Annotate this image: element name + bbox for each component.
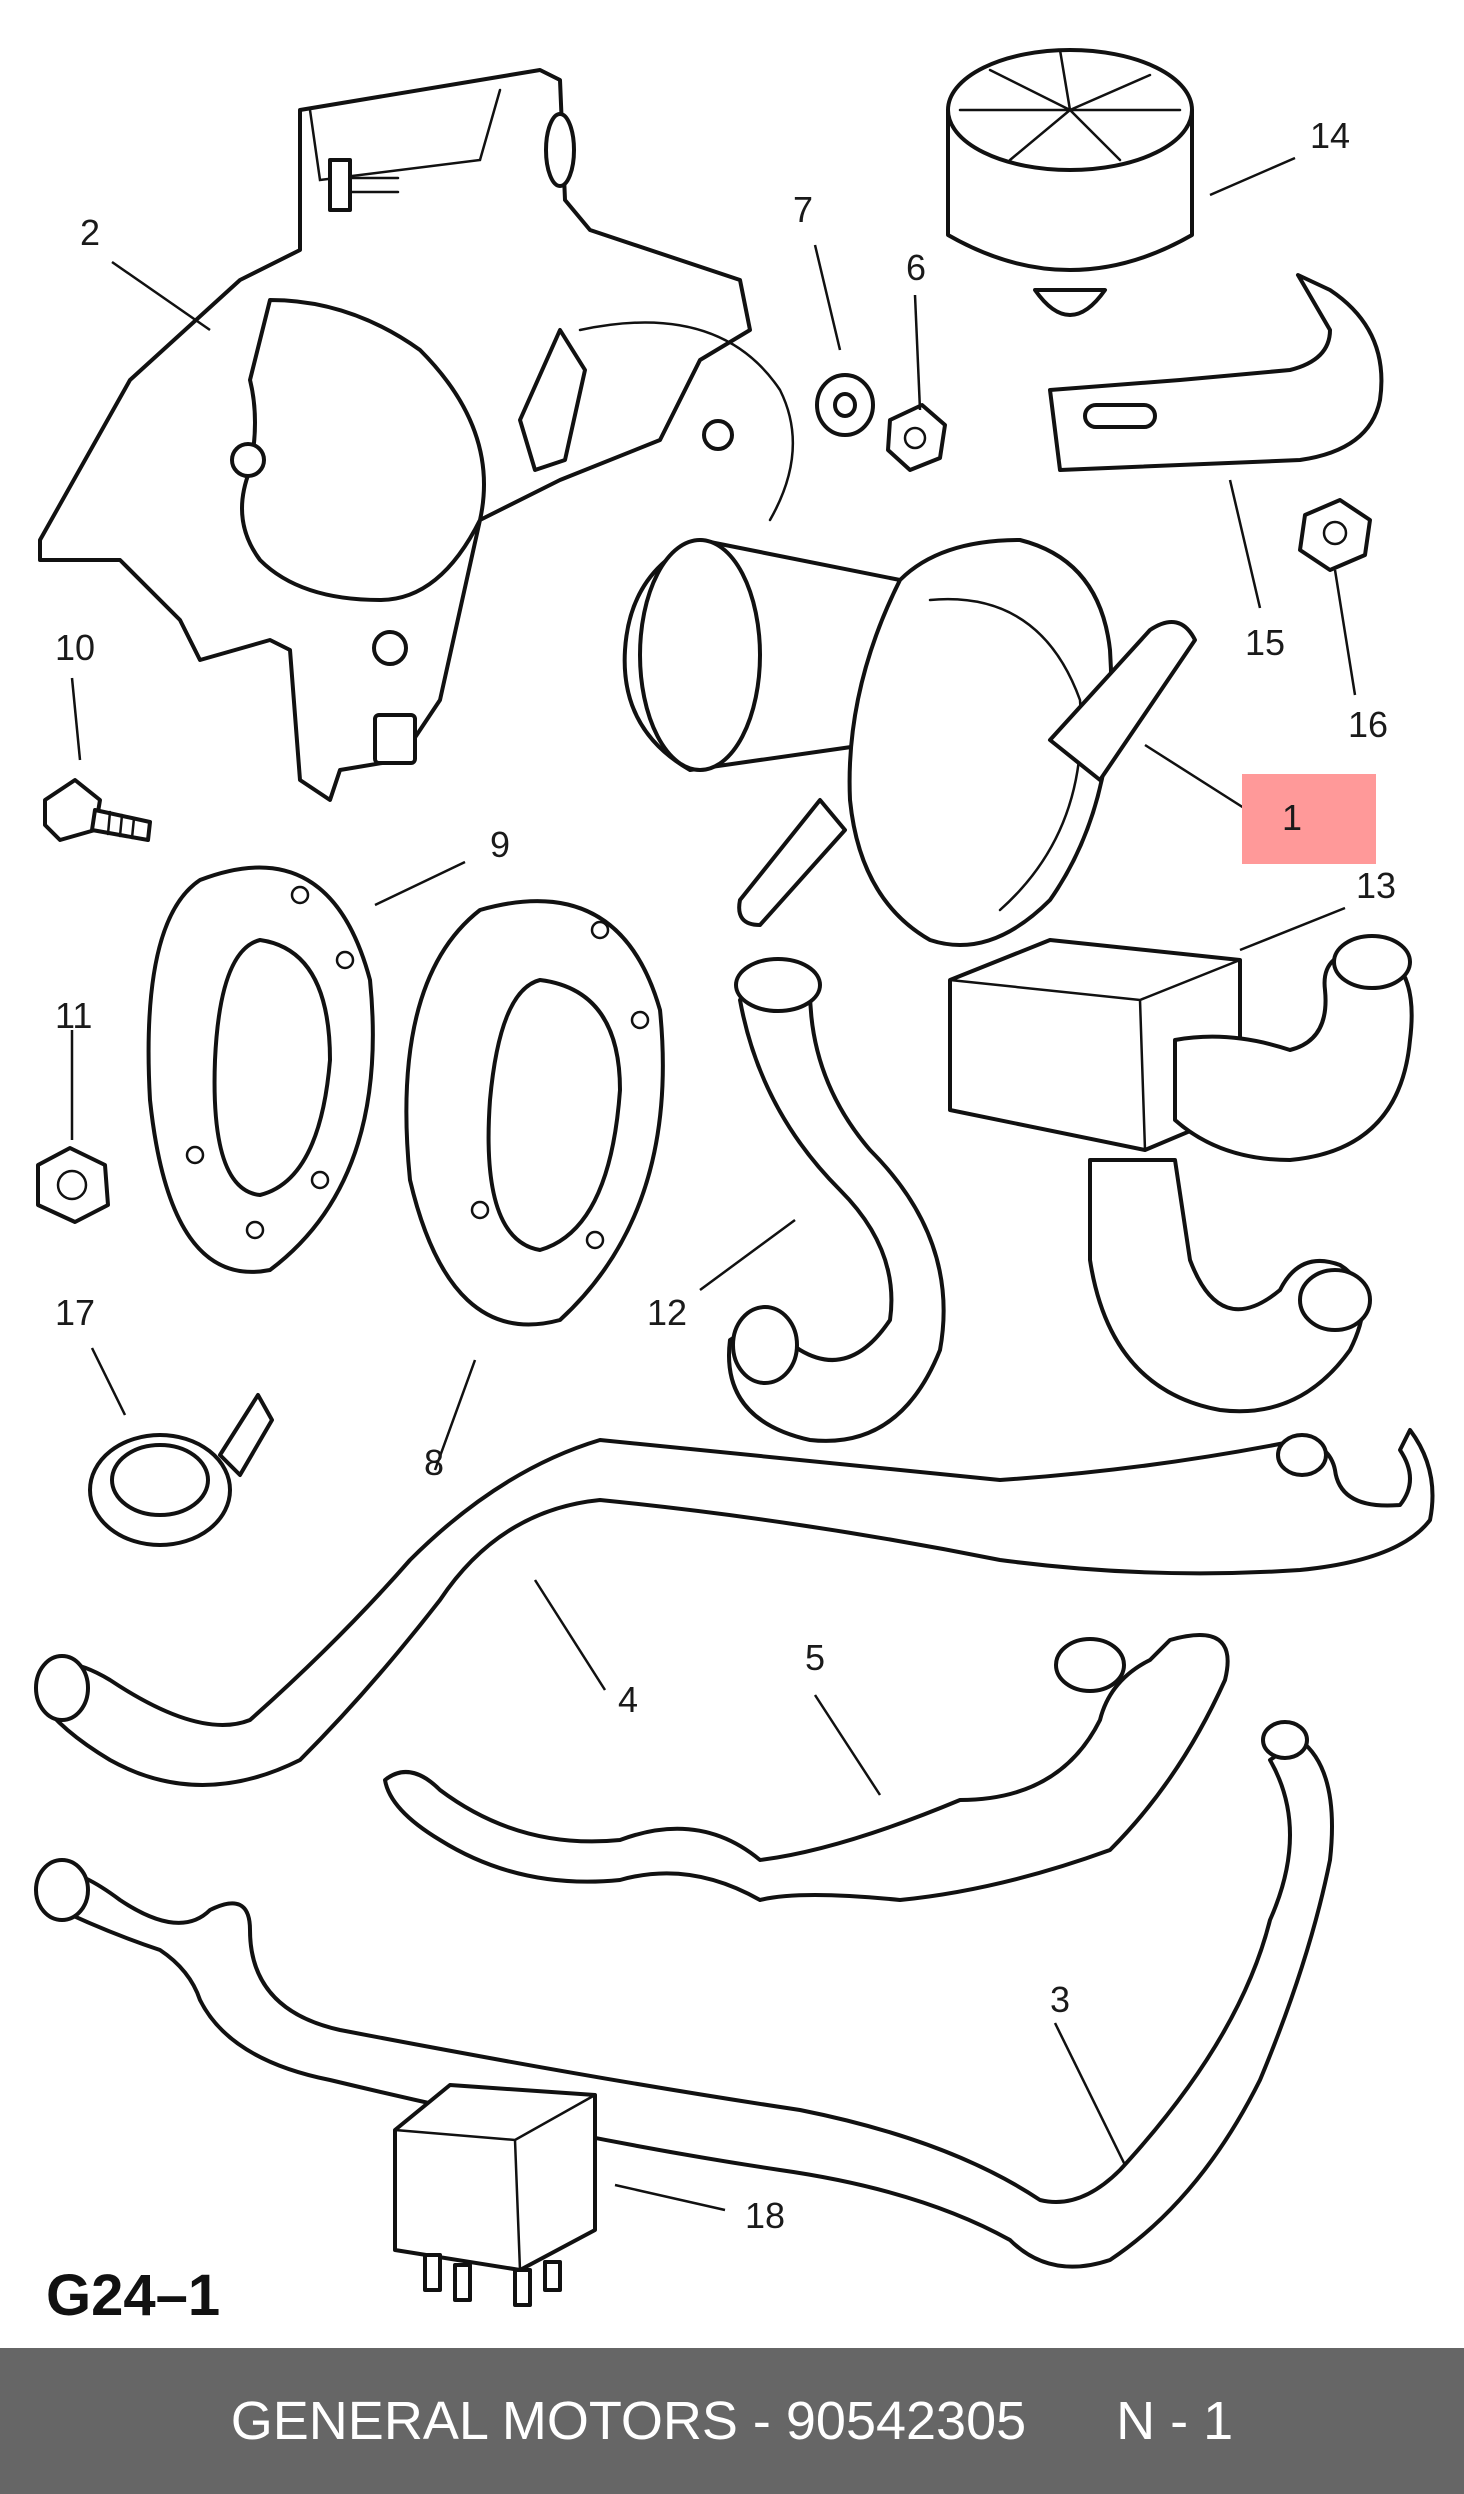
footer-position: N - 1 — [1116, 2391, 1234, 2451]
part-17-hose-clip — [88, 1393, 274, 1547]
part-15-strap — [1048, 273, 1384, 472]
callout-2[interactable]: 2 — [80, 212, 100, 253]
footer-bar: GENERAL MOTORS - 90542305 N - 1 — [0, 2348, 1464, 2494]
callout-5[interactable]: 5 — [805, 1637, 825, 1678]
callout-11[interactable]: 11 — [55, 995, 92, 1036]
callout-16[interactable]: 16 — [1348, 704, 1388, 745]
highlight-box — [1242, 774, 1376, 864]
part-11-nut — [36, 1146, 110, 1224]
callout-17[interactable]: 17 — [55, 1292, 95, 1333]
callout-6[interactable]: 6 — [906, 247, 926, 288]
part-5-hose — [383, 1633, 1230, 1902]
callout-14[interactable]: 14 — [1310, 115, 1350, 156]
callout-13[interactable]: 13 — [1356, 865, 1396, 906]
part-1-air-pump — [622, 538, 1197, 947]
part-6-nut — [886, 403, 947, 472]
part-9-gasket — [146, 865, 375, 1274]
part-4-hose — [34, 1428, 1435, 1787]
footer-part-number: 90542305 — [785, 2391, 1027, 2451]
callout-labels: 1 2 3 4 5 6 7 8 9 10 11 12 13 14 15 16 1… — [55, 115, 1396, 2236]
parts-diagram: 1 2 3 4 5 6 7 8 9 10 11 12 13 14 15 16 1… — [34, 48, 1435, 2307]
part-2-bracket — [38, 68, 795, 802]
callout-1[interactable]: 1 — [1282, 797, 1302, 838]
callout-3[interactable]: 3 — [1050, 1979, 1070, 2020]
part-10-bolt — [43, 778, 152, 842]
diagram-code: G24–1 — [46, 2263, 221, 2328]
callout-7[interactable]: 7 — [793, 189, 813, 230]
callout-4[interactable]: 4 — [618, 1679, 638, 1720]
callout-9[interactable]: 9 — [490, 824, 510, 865]
callout-8[interactable]: 8 — [424, 1442, 444, 1483]
leader-lines — [70, 156, 1357, 2212]
part-7-washer — [815, 373, 875, 437]
footer-separator: - — [737, 2391, 786, 2451]
callout-10[interactable]: 10 — [55, 627, 95, 668]
footer-gap — [1026, 2390, 1116, 2452]
callout-12[interactable]: 12 — [647, 1292, 687, 1333]
callout-18[interactable]: 18 — [745, 2195, 785, 2236]
part-14-filter — [946, 48, 1194, 317]
part-18-relay — [393, 2083, 597, 2307]
footer-brand: GENERAL MOTORS — [230, 2391, 738, 2451]
callout-15[interactable]: 15 — [1245, 622, 1285, 663]
part-8-ring — [404, 899, 665, 1327]
part-13-valve — [948, 934, 1414, 1414]
part-16-nut — [1298, 498, 1372, 572]
part-12-hose — [727, 957, 946, 1443]
